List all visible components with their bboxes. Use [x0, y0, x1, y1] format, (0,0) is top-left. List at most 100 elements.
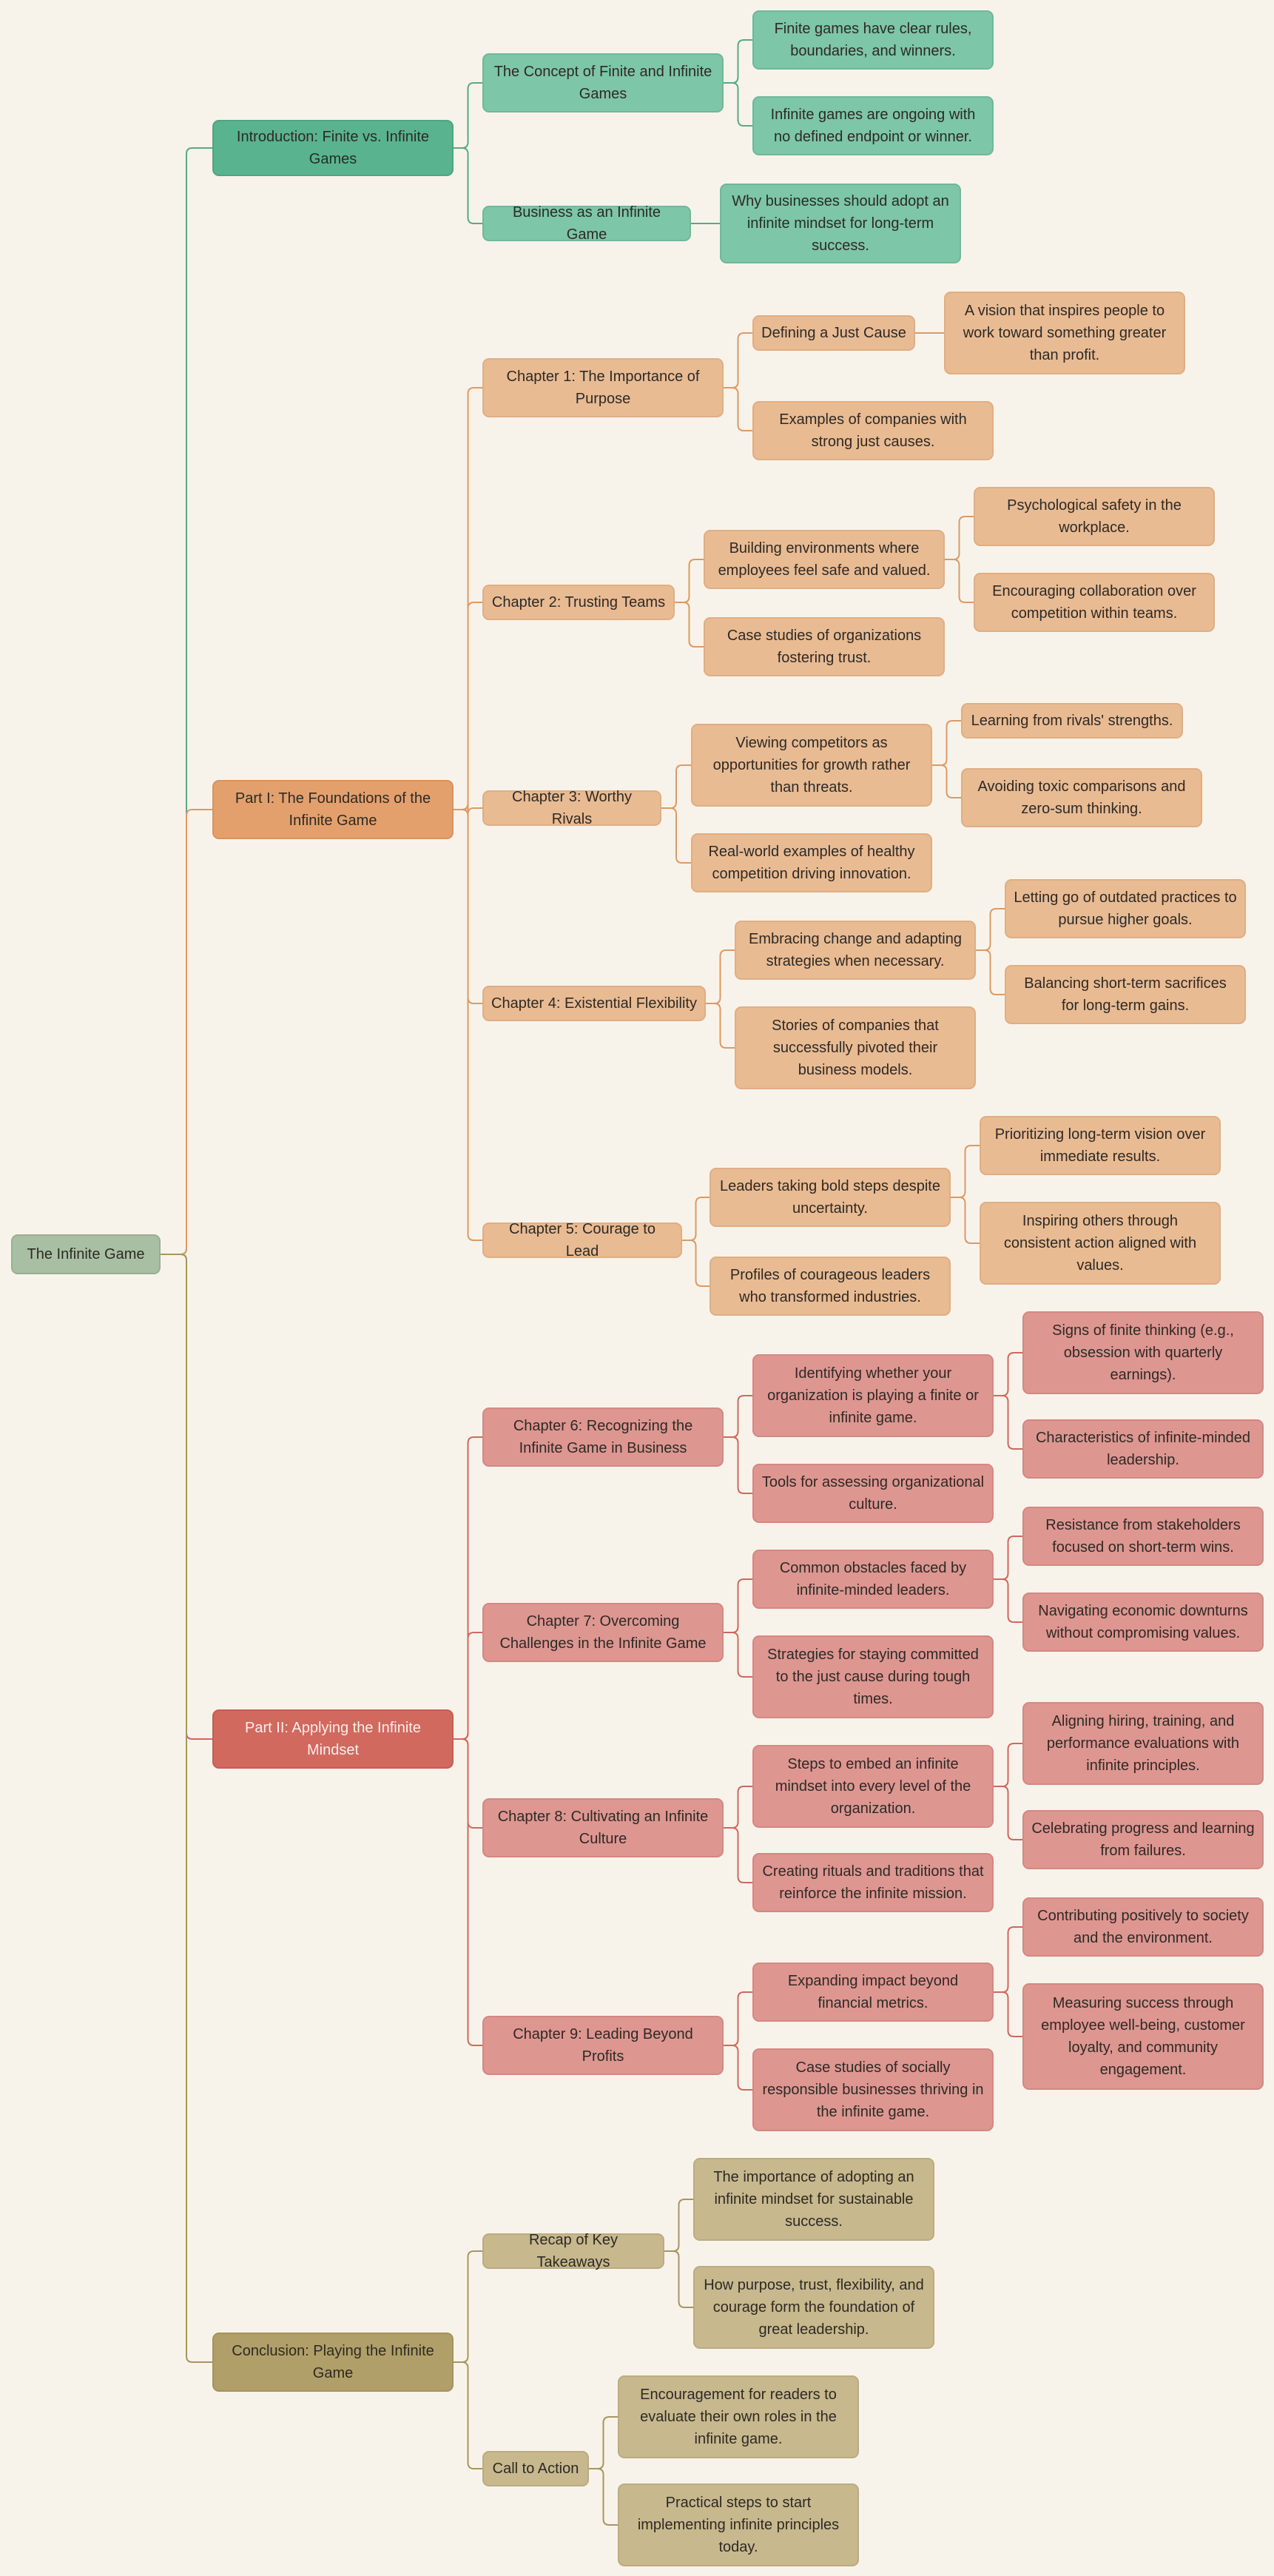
node-label: Encouraging collaboration over competiti…: [992, 583, 1196, 622]
node-label: Encouragement for readers to evaluate th…: [640, 2387, 837, 2447]
connector-line: [675, 559, 704, 603]
subtopic-node: Profiles of courageous leaders who trans…: [710, 1257, 951, 1316]
subtopic-node: Defining a Just Cause: [752, 315, 915, 351]
subtopic-node: Tools for assessing organizational cultu…: [752, 1464, 994, 1523]
subtopic-node: Creating rituals and traditions that rei…: [752, 1853, 994, 1912]
connector-line: [994, 1536, 1022, 1580]
detail-node: Learning from rivals' strengths.: [961, 703, 1183, 739]
connector-line: [724, 332, 752, 389]
connector-line: [994, 1991, 1022, 2037]
connector-line: [945, 559, 974, 603]
node-label: Chapter 5: Courage to Lead: [509, 1221, 655, 1260]
node-label: The Infinite Game: [27, 1246, 145, 1262]
topic-node: Chapter 9: Leading Beyond Profits: [482, 2016, 724, 2075]
node-label: Finite games have clear rules, boundarie…: [774, 21, 972, 59]
detail-node: A vision that inspires people to work to…: [944, 292, 1185, 374]
connector-line: [724, 387, 752, 431]
connector-line: [976, 908, 1005, 951]
detail-node: Celebrating progress and learning from f…: [1022, 1810, 1264, 1869]
node-label: Viewing competitors as opportunities for…: [712, 735, 911, 796]
connector-line: [664, 2250, 693, 2308]
node-label: How purpose, trust, flexibility, and cou…: [704, 2277, 924, 2338]
section-node: Part II: Applying the Infinite Mindset: [212, 1709, 454, 1769]
connector-line: [661, 764, 691, 809]
node-label: Chapter 9: Leading Beyond Profits: [513, 2026, 693, 2065]
node-label: Aligning hiring, training, and performan…: [1046, 1713, 1240, 1774]
node-label: Chapter 7: Overcoming Challenges in the …: [499, 1613, 707, 1652]
connector-line: [724, 1991, 752, 2046]
section-node: Conclusion: Playing the Infinite Game: [212, 2333, 454, 2392]
node-label: Chapter 6: Recognizing the Infinite Game…: [513, 1418, 693, 1456]
detail-node: Letting go of outdated practices to purs…: [1005, 879, 1246, 938]
node-label: Part II: Applying the Infinite Mindset: [245, 1720, 421, 1758]
connector-line: [724, 2045, 752, 2091]
subtopic-node: Practical steps to start implementing in…: [618, 2483, 859, 2566]
subtopic-node: Finite games have clear rules, boundarie…: [752, 10, 994, 70]
connector-line: [976, 949, 1005, 995]
node-label: Common obstacles faced by infinite-minde…: [779, 1560, 967, 1598]
node-label: Balancing short-term sacrifices for long…: [1024, 975, 1227, 1014]
topic-node: Business as an Infinite Game: [482, 204, 691, 243]
connector-line: [724, 39, 752, 84]
detail-node: Signs of finite thinking (e.g., obsessio…: [1022, 1311, 1264, 1394]
detail-node: Aligning hiring, training, and performan…: [1022, 1702, 1264, 1785]
node-label: Embracing change and adapting strategies…: [749, 931, 962, 969]
node-label: Chapter 1: The Importance of Purpose: [506, 369, 700, 407]
subtopic-node: Identifying whether your organization is…: [752, 1354, 994, 1437]
detail-node: Measuring success through employee well-…: [1022, 1983, 1264, 2090]
node-label: A vision that inspires people to work to…: [963, 303, 1167, 363]
connector-line: [932, 764, 961, 798]
node-label: Tools for assessing organizational cultu…: [761, 1474, 985, 1513]
connector-line: [682, 1197, 710, 1241]
node-label: Why businesses should adopt an infinite …: [732, 193, 949, 254]
connector-line: [994, 1926, 1022, 1993]
topic-node: Call to Action: [482, 2451, 589, 2486]
connector-line: [664, 2199, 693, 2252]
node-label: Defining a Just Cause: [761, 325, 906, 341]
node-label: Stories of companies that successfully p…: [772, 1018, 939, 1078]
node-label: Inspiring others through consistent acti…: [1003, 1213, 1197, 1274]
section-node: Part I: The Foundations of the Infinite …: [212, 780, 454, 839]
topic-node: Chapter 6: Recognizing the Infinite Game…: [482, 1408, 724, 1467]
topic-node: Chapter 3: Worthy Rivals: [482, 789, 661, 827]
node-label: Expanding impact beyond financial metric…: [787, 1973, 959, 2011]
node-label: Learning from rivals' strengths.: [971, 713, 1173, 729]
detail-node: Characteristics of infinite-minded leade…: [1022, 1419, 1264, 1479]
connector-line: [724, 1786, 752, 1829]
node-label: Leaders taking bold steps despite uncert…: [720, 1178, 940, 1217]
connector-line: [161, 1254, 212, 2363]
detail-node: Balancing short-term sacrifices for long…: [1005, 965, 1246, 1024]
connector-line: [724, 1436, 752, 1494]
connector-line: [589, 2416, 618, 2469]
node-label: Contributing positively to society and t…: [1037, 1908, 1249, 1946]
node-label: Infinite games are ongoing with no defin…: [770, 107, 976, 145]
subtopic-node: Building environments where employees fe…: [704, 530, 945, 589]
topic-node: Recap of Key Takeaways: [482, 2232, 664, 2270]
node-label: Navigating economic downturns without co…: [1038, 1603, 1248, 1641]
node-label: Practical steps to start implementing in…: [637, 2495, 840, 2555]
subtopic-node: Strategies for staying committed to the …: [752, 1635, 994, 1718]
node-label: Creating rituals and traditions that rei…: [762, 1863, 984, 1902]
connector-line: [951, 1145, 980, 1198]
subtopic-node: Encouragement for readers to evaluate th…: [618, 2375, 859, 2458]
connector-line: [994, 1352, 1022, 1396]
node-label: Signs of finite thinking (e.g., obsessio…: [1052, 1322, 1234, 1383]
subtopic-node: Expanding impact beyond financial metric…: [752, 1963, 994, 2022]
node-label: Avoiding toxic comparisons and zero-sum …: [977, 778, 1186, 817]
connector-line: [706, 1003, 735, 1049]
node-label: Recap of Key Takeaways: [528, 2232, 619, 2270]
node-label: Characteristics of infinite-minded leade…: [1035, 1430, 1251, 1468]
subtopic-node: Examples of companies with strong just c…: [752, 401, 994, 460]
subtopic-node: Case studies of socially responsible bus…: [752, 2048, 994, 2131]
connector-line: [994, 1395, 1022, 1450]
connector-line: [724, 1827, 752, 1883]
connector-line: [932, 720, 961, 766]
connector-line: [454, 2361, 482, 2469]
subtopic-node: Leaders taking bold steps despite uncert…: [710, 1168, 951, 1227]
detail-node: Avoiding toxic comparisons and zero-sum …: [961, 768, 1202, 827]
connector-line: [682, 1240, 710, 1287]
connector-line: [951, 1197, 980, 1244]
connector-line: [724, 1578, 752, 1633]
node-label: Measuring success through employee well-…: [1041, 1995, 1245, 2078]
